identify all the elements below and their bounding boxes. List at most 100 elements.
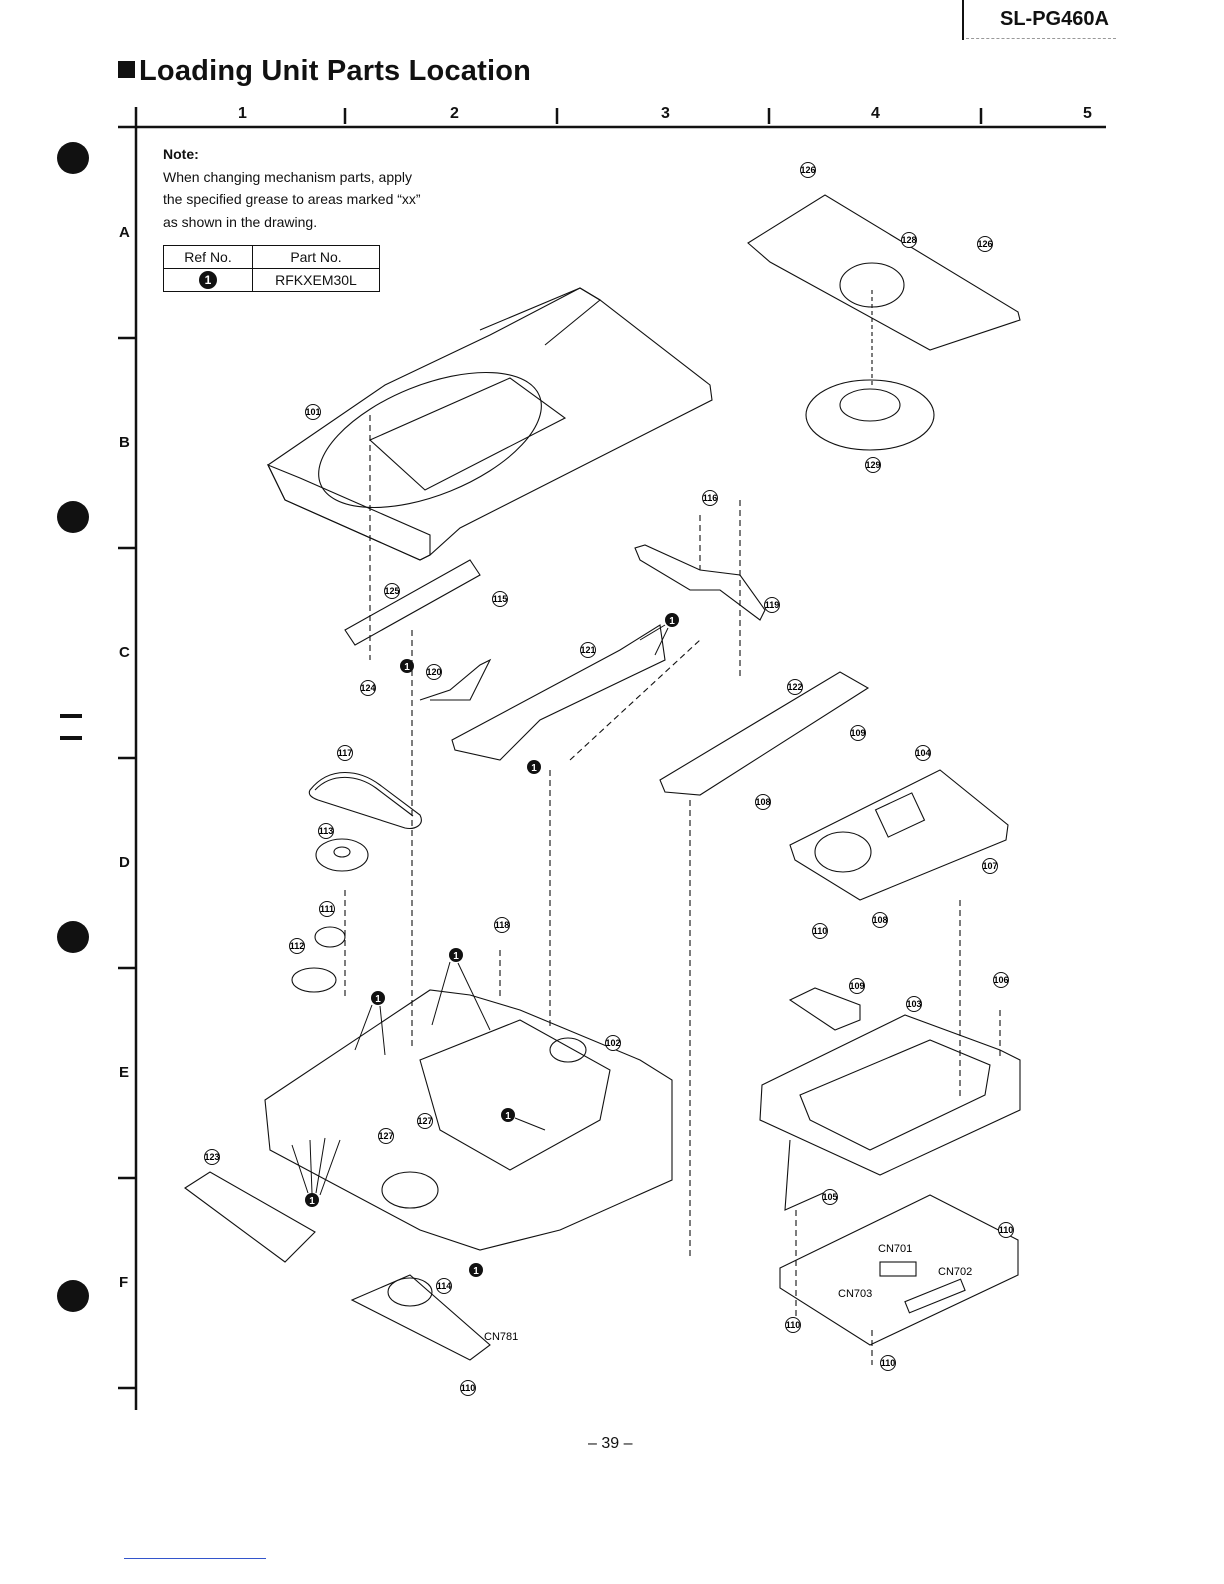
belt-117 — [308, 771, 422, 829]
grid-row-b: B — [119, 434, 130, 451]
note-line-3: as shown in the drawing. — [163, 213, 318, 230]
model-header-box: SL-PG460A — [962, 0, 1144, 40]
pulley-113 — [315, 838, 369, 872]
callout-109-b: 109 — [849, 978, 865, 994]
gear-112 — [291, 967, 337, 993]
grease-mark: 1 — [501, 1108, 515, 1122]
callout-126-b-label: 126 — [977, 239, 992, 249]
frame-lines — [118, 107, 1106, 1410]
callout-123-label: 123 — [204, 1152, 219, 1162]
callout-103-label: 103 — [906, 999, 921, 1009]
grid-column-3: 3 — [661, 105, 670, 122]
callout-123: 123 — [204, 1149, 220, 1165]
cn701-label: CN701 — [878, 1243, 912, 1255]
cn702-socket — [904, 1278, 966, 1314]
callout-125: 125 — [384, 583, 400, 599]
tray-tab — [479, 287, 601, 346]
callout-109-a-label: 109 — [850, 728, 865, 738]
callout-102: 102 — [605, 1035, 621, 1051]
callout-110-e-label: 110 — [461, 1383, 476, 1393]
grid-row-a: A — [119, 224, 130, 241]
belt-outline — [308, 771, 422, 829]
callout-109-a: 109 — [850, 725, 866, 741]
cn703-label: CN703 — [838, 1288, 872, 1300]
grid-row-d: D — [119, 854, 130, 871]
callout-122: 122 — [787, 679, 803, 695]
callout-104-label: 104 — [915, 748, 930, 758]
callout-112: 112 — [289, 938, 305, 954]
grid-row-e: E — [119, 1064, 130, 1081]
arrow — [319, 1139, 341, 1196]
binder-hole-1 — [57, 142, 89, 174]
arrow — [291, 1144, 309, 1194]
grid-column-4: 4 — [871, 105, 880, 122]
callout-115: 115 — [492, 591, 508, 607]
callout-113-label: 113 — [319, 826, 334, 836]
clamper-plate-126 — [747, 194, 1021, 351]
arrow — [457, 962, 491, 1031]
main-pcb — [779, 1194, 1019, 1346]
slider-121 — [451, 624, 666, 761]
grid-row-f: F — [119, 1274, 129, 1291]
callout-116: 116 — [702, 490, 718, 506]
arrow — [654, 627, 669, 656]
callout-127-b-label: 127 — [417, 1116, 432, 1126]
grease-marks: 1 1 1 1 1 1 1 1 — [305, 613, 679, 1277]
plate-outline — [747, 194, 1021, 351]
binder-mark-1 — [60, 714, 82, 718]
grid-column-5: 5 — [1083, 105, 1092, 122]
callout-103: 103 — [906, 996, 922, 1012]
callout-122-label: 122 — [787, 682, 802, 692]
arrow — [309, 1139, 313, 1194]
callout-120: 120 — [426, 664, 442, 680]
pulley-hub — [333, 846, 351, 858]
table-cell-part: RFKXEM30L — [252, 268, 380, 292]
callout-105-label: 105 — [822, 1192, 837, 1202]
grease-mark-label: 1 — [309, 1196, 315, 1207]
grease-ref-table: Ref No. Part No. 1 RFKXEM30L — [163, 245, 380, 292]
grid-column-2: 2 — [450, 105, 459, 122]
spindle-motor — [814, 831, 872, 873]
grease-mark: 1 — [665, 613, 679, 627]
callout-106-label: 106 — [993, 975, 1008, 985]
arrow — [639, 624, 666, 641]
callout-108-b-label: 108 — [872, 915, 887, 925]
callout-127-a-label: 127 — [378, 1131, 393, 1141]
grease-mark: 1 — [371, 991, 385, 1005]
tray-front — [266, 463, 431, 561]
callout-127-a: 127 — [378, 1128, 394, 1144]
grid-column-1: 1 — [238, 105, 247, 122]
callout-124-label: 124 — [360, 683, 375, 693]
callout-126-a-label: 126 — [800, 165, 815, 175]
model-underline — [966, 38, 1116, 39]
grease-mark: 1 — [305, 1193, 319, 1207]
callout-110-d-label: 110 — [881, 1358, 896, 1368]
note-line-2: the specified grease to areas marked “xx… — [163, 191, 421, 207]
optical-pickup — [874, 792, 926, 838]
page-number: – 39 – — [588, 1435, 633, 1452]
loading-motor-114 — [387, 1277, 433, 1307]
grease-arrows — [291, 624, 669, 1196]
callout-110-e: 110 — [460, 1380, 476, 1396]
arrow — [379, 1005, 386, 1056]
callout-114: 114 — [436, 1278, 452, 1294]
rack-125 — [344, 559, 481, 646]
assembly-leaders — [344, 415, 1001, 1365]
callout-109-b-label: 109 — [849, 981, 864, 991]
board-123 — [184, 1171, 316, 1263]
cn781-label: CN781 — [484, 1331, 518, 1343]
clamper-129 — [805, 290, 935, 451]
callout-111: 111 — [319, 901, 335, 917]
clamper-hub — [839, 388, 901, 422]
frame-opening — [799, 1039, 991, 1151]
belt-inner — [314, 776, 414, 817]
grease-mark-label: 1 — [404, 662, 410, 673]
callout-126-b: 126 — [977, 236, 993, 252]
callout-114-label: 114 — [437, 1281, 452, 1291]
arrow — [315, 1137, 326, 1194]
callout-113: 113 — [318, 823, 334, 839]
callout-104: 104 — [915, 745, 931, 761]
callout-112-label: 112 — [290, 941, 305, 951]
callout-105: 105 — [822, 1189, 838, 1205]
frame-outline — [759, 1014, 1021, 1176]
